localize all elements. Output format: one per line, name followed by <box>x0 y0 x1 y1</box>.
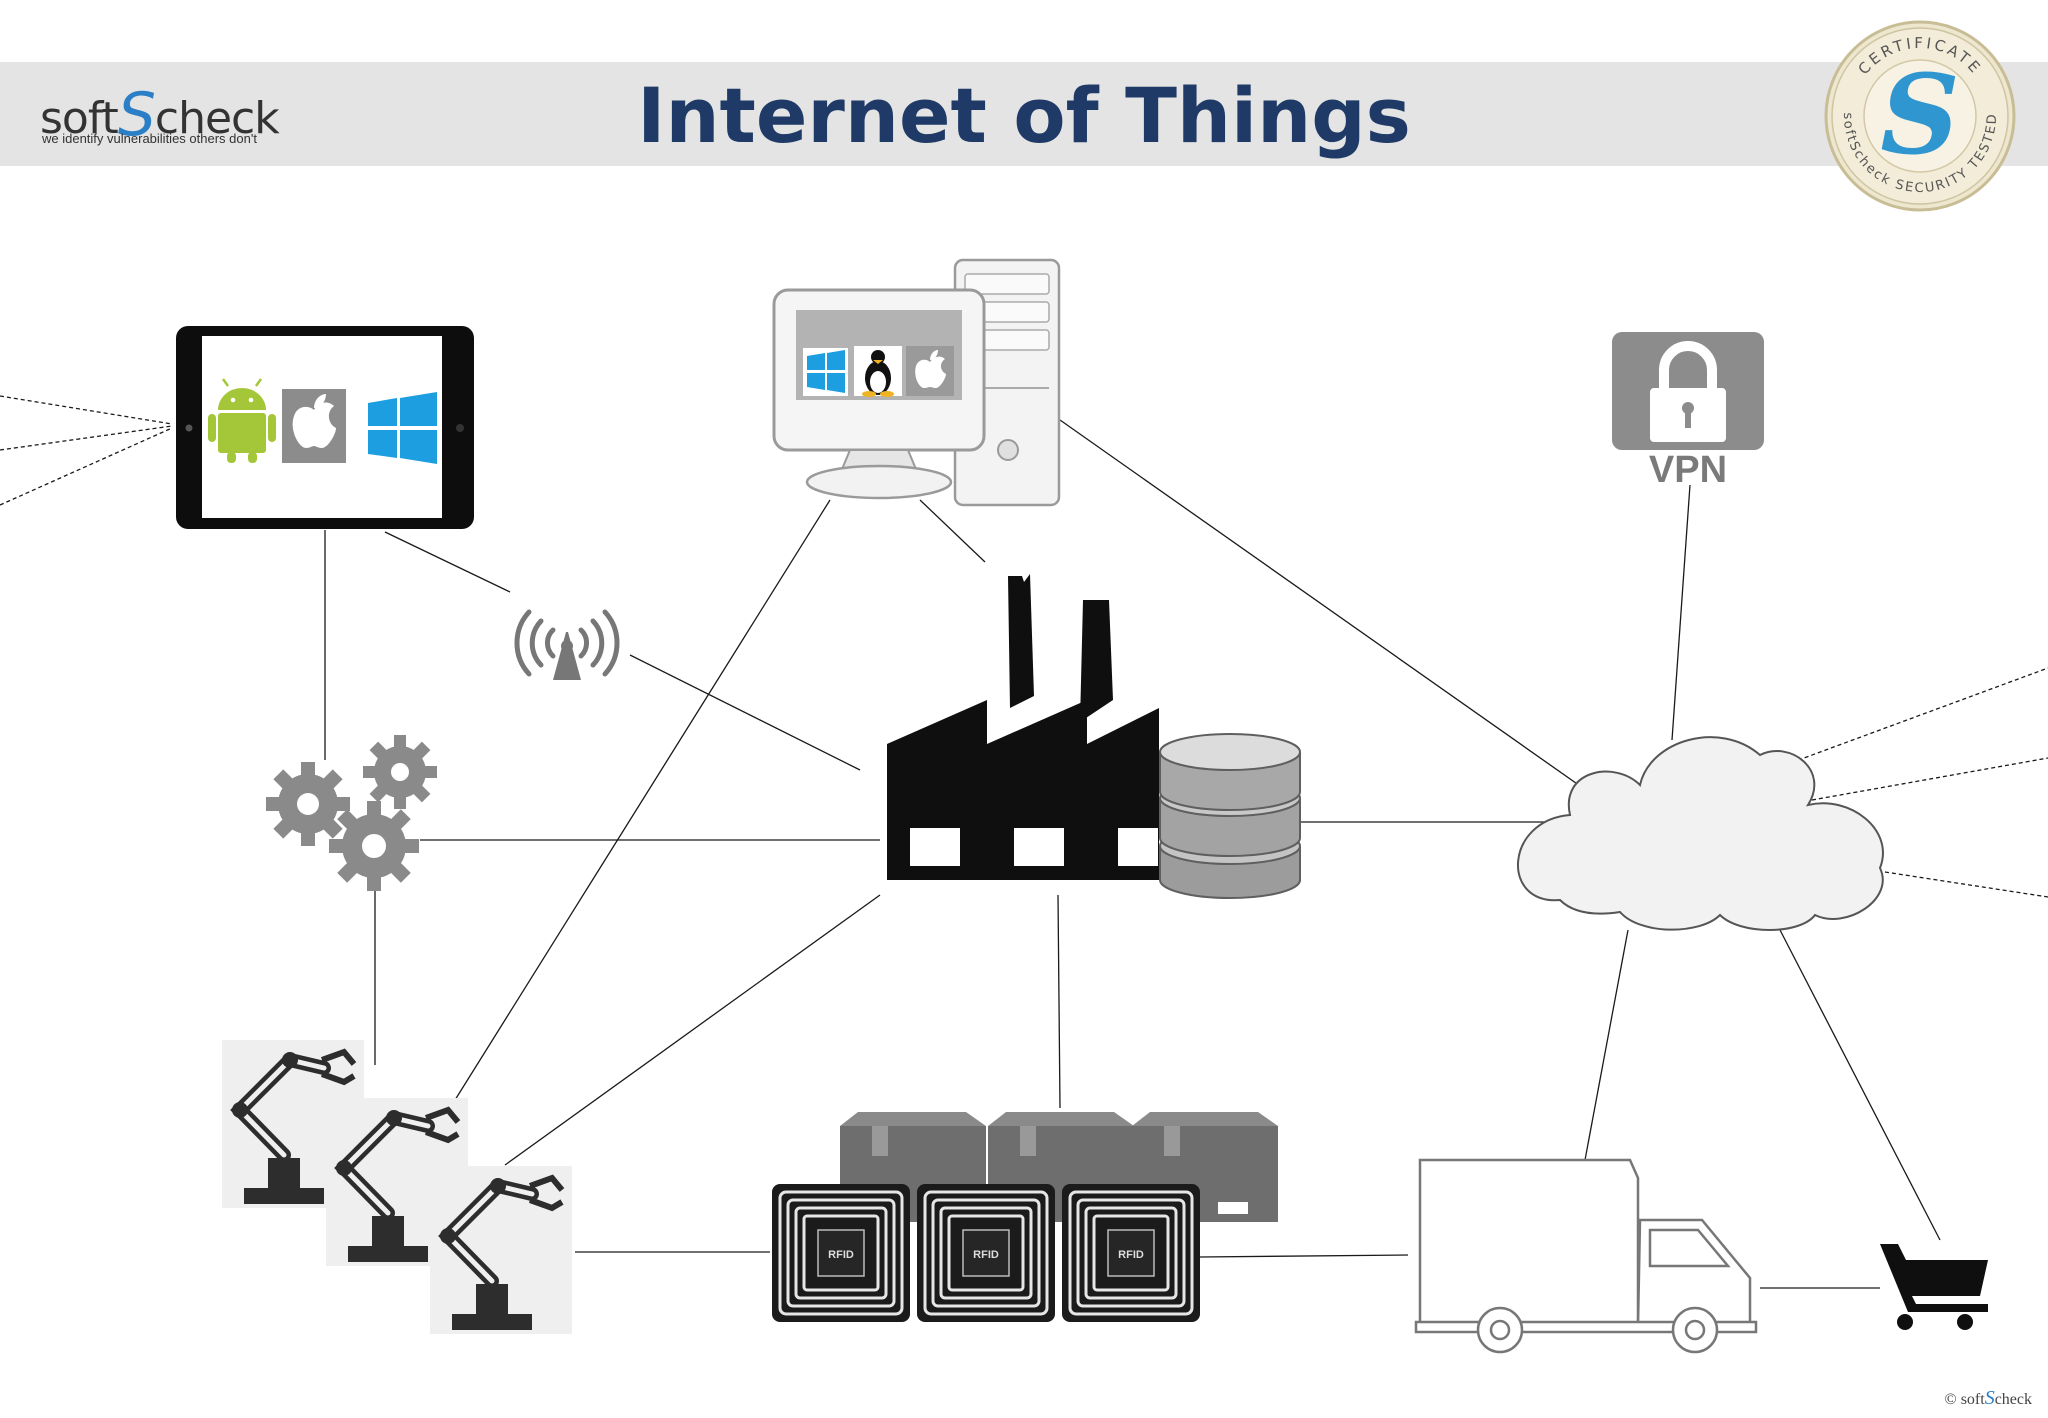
rfid-tags: RFID RFID RFID <box>772 1184 1200 1322</box>
vpn-label: VPN <box>1649 449 1727 491</box>
certificate-seal: CERTIFICATE softScheck SECURITY TESTED S <box>1824 20 2016 212</box>
logo-text-s: S <box>117 80 156 150</box>
android-icon <box>208 378 276 463</box>
tablet-icon <box>176 326 474 529</box>
apple-icon <box>906 346 954 396</box>
logo-text-post: check <box>154 93 280 144</box>
footer-copyright: © softScheck <box>1945 1387 2032 1410</box>
boxes <box>840 1112 1278 1222</box>
rfid-label: RFID <box>828 1249 854 1261</box>
header-band <box>0 62 2048 166</box>
robot-arms <box>222 1040 572 1334</box>
vpn-node: VPN <box>1612 332 1764 491</box>
logo-wordmark: softScheck <box>40 78 280 150</box>
box-icon <box>1132 1112 1278 1222</box>
factory-icon <box>887 574 1159 880</box>
shopping-cart-icon <box>1880 1244 1988 1330</box>
dashed-lines <box>0 395 2048 898</box>
windows-icon <box>368 392 437 464</box>
linux-icon <box>854 346 902 397</box>
database-icon <box>1159 733 1301 899</box>
wireless-antenna-icon <box>514 609 620 680</box>
rfid-label: RFID <box>1118 1249 1144 1261</box>
copyright-symbol: © <box>1944 1391 1957 1408</box>
footer-brand-post: check <box>1994 1391 2032 1408</box>
padlock-icon <box>1612 332 1764 450</box>
softscheck-logo: softScheck we identify vulnerabilities o… <box>40 78 320 158</box>
footer-brand-pre: soft <box>1960 1391 1985 1408</box>
delivery-truck-icon <box>1414 1158 1758 1354</box>
logo-text-pre: soft <box>40 93 119 144</box>
windows-icon <box>803 348 848 396</box>
logo-tagline: we identify vulnerabilities others don't <box>42 131 257 146</box>
seal-letter: S <box>1880 50 1959 179</box>
rfid-tag-icon: RFID <box>772 1184 910 1322</box>
robot-arm-icon <box>430 1166 572 1334</box>
apple-icon <box>282 389 346 463</box>
footer-brand-s: S <box>1984 1387 1995 1409</box>
box-icon <box>840 1112 986 1222</box>
gears-icon <box>266 735 437 891</box>
desktop-computer-icon <box>772 258 1061 507</box>
connection-lines <box>324 419 1941 1289</box>
cloud-icon <box>1516 736 1884 931</box>
rfid-tag-icon: RFID <box>1062 1184 1200 1322</box>
rfid-tag-icon: RFID <box>917 1184 1055 1322</box>
rfid-label: RFID <box>973 1249 999 1261</box>
page-title: Internet of Things <box>637 71 1411 160</box>
